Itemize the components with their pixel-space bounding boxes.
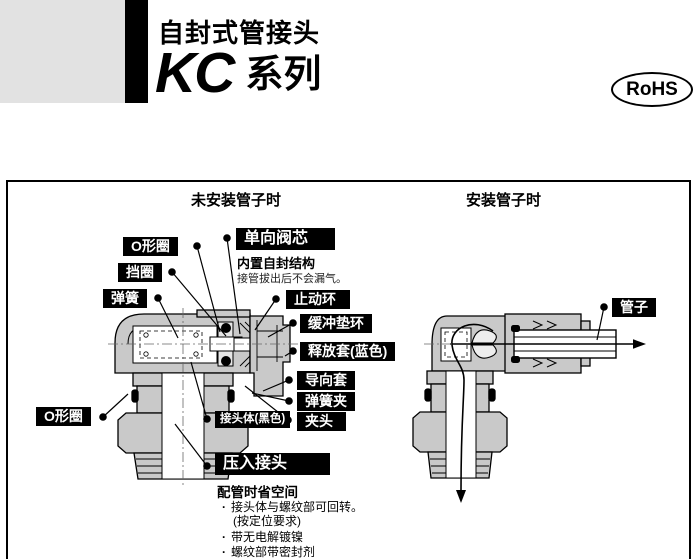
header-gray-block <box>0 0 125 103</box>
series-code: KC <box>155 41 235 105</box>
label-spring: 弹簧 <box>103 289 147 308</box>
series-label: 系列 <box>245 54 322 96</box>
spring-part <box>139 330 203 359</box>
heading-tube-installed: 安装管子时 <box>466 192 542 209</box>
right-arrowhead <box>633 339 646 349</box>
note-item: 螺纹部带密封剂 <box>222 543 315 559</box>
label-oring-bottom: O形圈 <box>36 407 91 426</box>
release-sleeve-part <box>249 315 291 397</box>
label-guide-sleeve: 导向套 <box>297 371 355 390</box>
right-fitting-diagram <box>412 313 646 503</box>
oring-bottom-part <box>131 389 139 403</box>
label-body: 接头体(黑色) <box>215 411 291 428</box>
label-oring-top: O形圈 <box>123 237 178 256</box>
label-stop-ring: 止动环 <box>286 290 350 309</box>
label-check-valve: 单向阀芯 <box>236 228 335 250</box>
built-in-seal-title: 内置自封结构 <box>237 256 316 271</box>
flow-path-down <box>451 323 494 491</box>
label-chuck: 夹头 <box>297 412 346 431</box>
page-title: KC 系列 <box>155 44 321 102</box>
label-buffer-ring: 缓冲垫环 <box>300 314 372 333</box>
label-spring-clip: 弹簧夹 <box>297 392 355 411</box>
header-black-bar <box>125 0 148 103</box>
label-retaining-ring: 挡圈 <box>118 263 162 282</box>
note-item-continuation: (按定位要求) <box>233 514 301 528</box>
heading-tube-not-installed: 未安装管子时 <box>191 192 282 209</box>
note-item: 带无电解镀镍 <box>222 528 303 545</box>
label-push-in-fitting: 压入接头 <box>215 453 330 475</box>
notes-title: 配管时省空间 <box>217 485 298 500</box>
label-tube: 管子 <box>612 298 656 317</box>
left-fitting-diagram <box>108 308 298 488</box>
rohs-badge: RoHS <box>611 72 693 107</box>
label-release-sleeve: 释放套(蓝色) <box>300 342 396 361</box>
down-arrowhead <box>456 490 466 503</box>
page-subtitle: 自封式管接头 <box>158 18 321 48</box>
note-item: 接头体与螺纹部可回转。 <box>222 498 363 515</box>
built-in-seal-desc: 接管拔出后不会漏气。 <box>237 273 347 285</box>
